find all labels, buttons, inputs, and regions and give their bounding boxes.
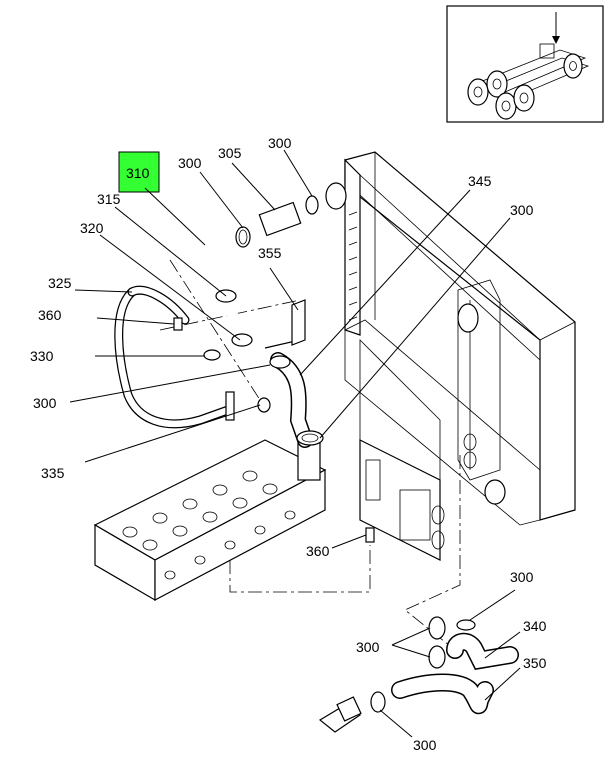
callout-360: 360 xyxy=(38,307,62,323)
callout-345: 345 xyxy=(468,173,492,189)
clamp-300f-lower xyxy=(428,645,446,669)
lower-hose-assembly xyxy=(318,616,519,733)
callout-300: 300 xyxy=(178,155,202,171)
fitting-360b xyxy=(365,527,375,543)
locator-inset xyxy=(446,5,604,123)
coupler-305 xyxy=(258,201,302,237)
callout-305: 305 xyxy=(218,145,242,161)
clamp-320 xyxy=(231,333,253,347)
callout-355: 355 xyxy=(258,245,282,261)
callout-300: 300 xyxy=(356,639,380,655)
callout-340: 340 xyxy=(523,618,547,634)
truck-chassis-icon xyxy=(467,43,590,120)
clamp-300a xyxy=(235,226,251,248)
callout-300: 300 xyxy=(268,135,292,151)
radiator-fins xyxy=(348,211,358,321)
callout-315: 315 xyxy=(97,191,121,207)
callout-330: 330 xyxy=(30,348,54,364)
clamp-300b xyxy=(305,195,319,215)
clamp-330 xyxy=(203,349,221,361)
callout-325: 325 xyxy=(48,275,72,291)
callout-360: 360 xyxy=(306,543,330,559)
clamp-300e xyxy=(456,619,476,631)
callout-300: 300 xyxy=(413,737,437,753)
bypass-hose-325 xyxy=(114,285,271,429)
leader-lines xyxy=(69,149,521,738)
callout-320: 320 xyxy=(80,220,104,236)
callout-300: 300 xyxy=(510,202,534,218)
fitting-335 xyxy=(257,397,271,413)
engine-elbow-hose xyxy=(269,352,324,448)
clamp-300g xyxy=(370,691,386,713)
mounting-plate xyxy=(359,439,445,561)
bracket-355 xyxy=(291,299,306,346)
callout-300: 300 xyxy=(33,395,57,411)
clamp-300c xyxy=(296,430,324,446)
lower-connector xyxy=(318,696,362,733)
clamp-300d xyxy=(269,355,291,369)
highlight-box-310 xyxy=(118,151,160,193)
cylinder-head xyxy=(93,434,327,602)
radiator-frame xyxy=(344,151,576,526)
callout-335: 335 xyxy=(41,465,65,481)
callout-labels: 310 300 305 300 345 315 300 320 355 325 … xyxy=(30,135,547,753)
callout-300: 300 xyxy=(510,569,534,585)
assembly-centerlines xyxy=(159,259,461,651)
callout-350: 350 xyxy=(523,655,547,671)
upper-tube-assembly xyxy=(197,182,347,361)
clamp-300f-upper xyxy=(428,616,446,640)
fitting-360a xyxy=(173,317,183,331)
callout-310: 310 xyxy=(126,165,150,181)
